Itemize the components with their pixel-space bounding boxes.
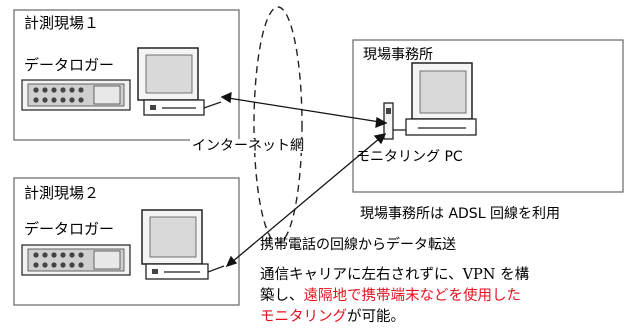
caption-line-3-plain: が可能。 (347, 309, 405, 325)
network-label: インターネット網 (190, 138, 306, 154)
internet-cloud (253, 6, 303, 244)
office-pc-label: モニタリング PC (356, 149, 463, 165)
caption-line-2: 築し、遠隔地で携帯端末などを使用した (260, 286, 632, 307)
site-2-frame (13, 177, 240, 306)
site-1-frame (13, 9, 240, 141)
caption-line-3-highlight: モニタリング (260, 309, 347, 325)
caption-body: 通信キャリアに左右されずに、VPN を構 築し、遠隔地で携帯端末などを使用した … (260, 265, 632, 328)
site-1-pc (137, 47, 222, 116)
office-frame (352, 39, 624, 193)
site-2-title: 計測現場２ (24, 184, 100, 202)
caption-line-1: 通信キャリアに左右されずに、VPN を構 (260, 267, 530, 283)
caption-line-3: モニタリングが可能。 (260, 307, 632, 328)
caption-title: 携帯電話の回線からデータ転送 (260, 237, 456, 253)
site-1-logger (21, 79, 131, 111)
site-2-logger (21, 244, 131, 276)
office-title: 現場事務所 (363, 47, 433, 63)
site-1-logger-label: データロガー (24, 56, 115, 74)
caption-line-2-plain: 築し、 (260, 288, 304, 304)
office-note: 現場事務所は ADSL 回線を利用 (360, 206, 560, 222)
connection-arrows (220, 91, 388, 268)
site-1-title: 計測現場１ (24, 14, 100, 32)
site-2-pc (141, 209, 225, 280)
office-pc (383, 62, 477, 140)
site-2-logger-label: データロガー (24, 220, 115, 238)
caption-line-2-highlight: 遠隔地で携帯端末などを使用した (303, 288, 522, 304)
